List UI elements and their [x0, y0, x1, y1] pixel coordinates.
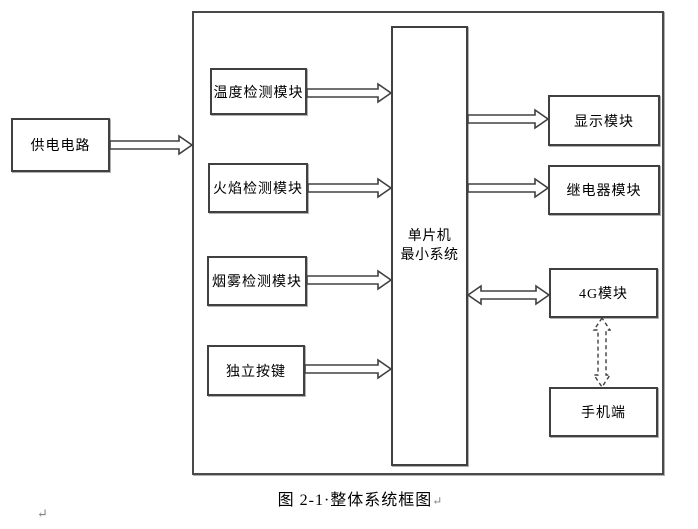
box-temperature-module-label: 温度检测模块 [213, 85, 304, 101]
box-display-module-label: 显示模块 [574, 114, 634, 130]
box-independent-keys: 独立按键 [207, 345, 305, 396]
box-power-circuit-label: 供电电路 [30, 139, 91, 154]
box-relay-module-label: 继电器模块 [566, 184, 642, 199]
caption-return-mark: ↵ [432, 494, 443, 508]
box-4g-module: 4G模块 [549, 268, 658, 318]
box-flame-module: 火焰检测模块 [208, 163, 308, 213]
box-4g-module-label: 4G模块 [578, 287, 629, 302]
box-mcu-minimum-system: 单片机 最小系统 [391, 26, 468, 466]
box-power-circuit: 供电电路 [11, 118, 110, 172]
box-smoke-module-label: 烟雾检测模块 [212, 275, 302, 290]
box-phone-client-label: 手机端 [581, 406, 626, 421]
arrow-power-to-system [109, 134, 194, 156]
figure-caption: 图 2-1·整体系统框图↵ [0, 486, 698, 510]
box-mcu-label-line2: 最小系统 [400, 248, 459, 263]
page-paragraph-mark: ↵ [37, 506, 48, 521]
box-relay-module: 继电器模块 [548, 165, 660, 215]
figure-caption-text: 图 2-1·整体系统框图 [277, 492, 433, 509]
box-flame-module-label: 火焰检测模块 [213, 182, 303, 197]
box-display-module: 显示模块 [548, 95, 660, 146]
system-boundary-frame [192, 11, 664, 475]
box-mcu-label-line1: 单片机 [407, 229, 452, 244]
box-smoke-module: 烟雾检测模块 [207, 256, 307, 306]
box-phone-client: 手机端 [549, 387, 658, 437]
box-temperature-module: 温度检测模块 [210, 68, 307, 115]
box-independent-keys-label: 独立按键 [226, 364, 286, 380]
